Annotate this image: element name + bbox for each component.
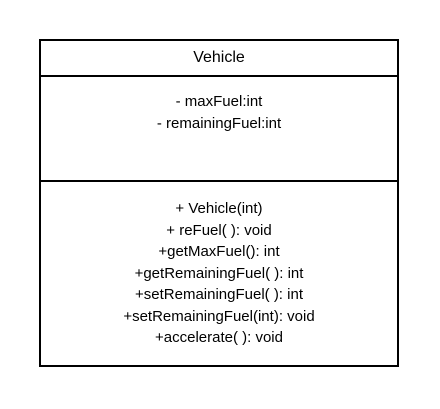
attribute-remaining-fuel: - remainingFuel:int [156, 115, 282, 132]
class-name-section: Vehicle [41, 41, 397, 77]
attributes-section: - maxFuel:int - remainingFuel:int [41, 77, 397, 182]
method-set-remaining-fuel-int: +setRemainingFuel(int): void [123, 307, 315, 325]
method-set-remaining-fuel-noarg: +setRemainingFuel( ): int [135, 286, 303, 303]
attribute-max-fuel: - maxFuel:int [175, 93, 263, 110]
class-name: Vehicle [193, 49, 245, 66]
method-constructor: + Vehicle(int) [175, 200, 263, 217]
method-refuel: + reFuel( ): void [166, 221, 272, 239]
methods-section: + Vehicle(int) + reFuel( ): void +getMax… [41, 182, 397, 365]
method-get-remaining-fuel: +getRemainingFuel( ): int [134, 264, 304, 282]
uml-class-box: Vehicle - maxFuel:int - remainingFuel:in… [39, 39, 399, 367]
method-accelerate: +accelerate( ): void [155, 329, 283, 346]
method-get-max-fuel: +getMaxFuel(): int [158, 243, 280, 260]
